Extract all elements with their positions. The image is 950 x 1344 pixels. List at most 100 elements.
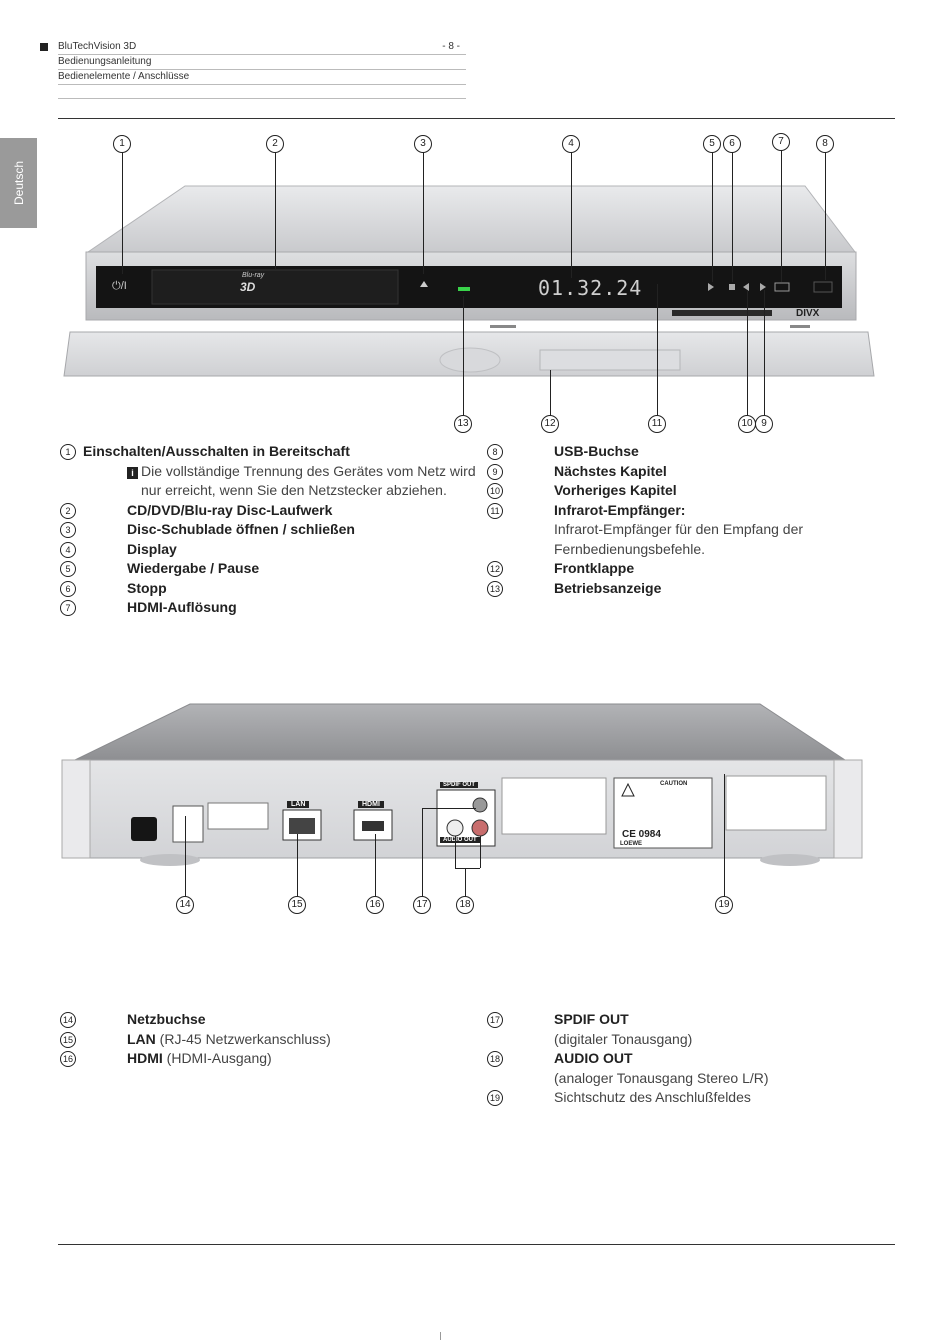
back-device-top xyxy=(74,703,847,761)
leader-14 xyxy=(185,816,186,897)
legend-note-1: Die vollständige Trennung des Gerätes vo… xyxy=(141,462,476,479)
header-rule xyxy=(58,98,466,99)
front-device-figure xyxy=(63,185,875,377)
leader-6 xyxy=(732,152,733,282)
power-socket[interactable] xyxy=(131,817,157,841)
stop-icon[interactable] xyxy=(729,284,735,290)
leader-7 xyxy=(781,150,782,282)
regulatory-text xyxy=(501,777,607,835)
legend-num-3: 3 xyxy=(60,522,76,538)
usb-port[interactable] xyxy=(813,281,833,293)
back-side-right xyxy=(833,759,863,859)
legend-title-1: Einschalten/Ausschalten in Bereitschaft xyxy=(83,443,350,459)
callout-7: 7 xyxy=(772,133,790,151)
legend-title-2: CD/DVD/Blu-ray Disc-Laufwerk xyxy=(127,501,333,518)
loewe-label: LOEWE xyxy=(620,841,642,847)
legend-num-14: 14 xyxy=(60,1012,76,1028)
callout-11: 11 xyxy=(648,415,666,433)
legend-num-13: 13 xyxy=(487,580,503,597)
legend-num-4: 4 xyxy=(60,541,76,558)
next-icon[interactable] xyxy=(760,283,766,291)
callout-16: 16 xyxy=(366,896,384,914)
legend-title-11: Infrarot-Empfänger: xyxy=(554,501,686,518)
header-product: BluTechVision 3D xyxy=(58,41,137,52)
bluray-logo: Blu-ray xyxy=(242,272,265,279)
legend-desc-11a: Infrarot-Empfänger für den Empfang der xyxy=(554,521,804,537)
front-legend-right: 8 USB-Buchse 9 Nächstes Kapitel 10 Vorhe… xyxy=(487,442,907,602)
warning-triangle-icon xyxy=(621,782,635,797)
ce-label: CE 0984 xyxy=(622,829,661,840)
leader-3 xyxy=(423,152,424,274)
caution-label: CAUTION xyxy=(660,781,688,787)
leader-1 xyxy=(122,152,123,274)
legend-title-17: SPDIF OUT xyxy=(554,1011,629,1027)
legend-title-9: Nächstes Kapitel xyxy=(554,462,667,479)
legend-num-11: 11 xyxy=(487,502,503,519)
legend-title-10: Vorheriges Kapitel xyxy=(554,482,677,498)
previous-icon[interactable] xyxy=(743,283,749,291)
info-icon: i xyxy=(127,466,138,479)
flap-logo xyxy=(439,347,501,373)
leader-18-horizontal xyxy=(455,868,480,869)
legend-num-1: 1 xyxy=(60,444,76,460)
hdmi-label: HDMI xyxy=(358,801,384,808)
top-rule xyxy=(58,118,895,119)
format-logos xyxy=(672,310,772,316)
power-button[interactable]: ⏻/I xyxy=(112,280,127,292)
legend-num-6: 6 xyxy=(60,580,76,597)
callout-3: 3 xyxy=(414,135,432,153)
leader-5 xyxy=(712,152,713,282)
back-foot-left xyxy=(140,854,200,866)
legend-desc-11b: Fernbedienungsbefehle. xyxy=(554,540,706,557)
status-led xyxy=(458,287,470,291)
lan-jack xyxy=(289,818,315,834)
legend-title-15: LAN xyxy=(127,1030,156,1047)
legend-title-13: Betriebsanzeige xyxy=(554,579,662,596)
legend-num-9: 9 xyxy=(487,463,503,480)
legend-title-14: Netzbuchse xyxy=(127,1011,206,1027)
callout-8: 8 xyxy=(816,135,834,153)
eject-icon[interactable] xyxy=(420,281,428,287)
leader-18-left xyxy=(455,836,456,868)
legend-desc-17: (digitaler Tonausgang) xyxy=(554,1030,693,1047)
header-doc-type: Bedienungsanleitung xyxy=(58,55,466,70)
leader-19 xyxy=(724,774,725,897)
leader-18 xyxy=(465,868,466,897)
disc-tray xyxy=(151,269,399,305)
callout-12: 12 xyxy=(541,415,559,433)
legend-title-6: Stopp xyxy=(127,579,167,596)
legend-note-1b: nur erreicht, wenn Sie den Netzstecker a… xyxy=(141,482,447,498)
audio-panel xyxy=(436,789,496,847)
audio-left-jack[interactable] xyxy=(446,819,464,837)
leader-12 xyxy=(550,370,551,416)
legend-title-4: Display xyxy=(127,540,177,557)
legend-desc-16: (HDMI-Ausgang) xyxy=(162,1050,272,1066)
section-label: Bedienelemente / Anschlüsse xyxy=(58,71,190,82)
legend-num-8: 8 xyxy=(487,444,503,460)
hdmi-res-button[interactable] xyxy=(774,282,790,292)
back-side-left xyxy=(61,759,91,859)
leader-16 xyxy=(375,834,376,897)
flap-window xyxy=(539,349,681,371)
spdif-label: SPDIF OUT xyxy=(440,782,479,788)
header-product-row: BluTechVision 3D - 8 - xyxy=(58,40,466,55)
back-device-figure xyxy=(61,703,863,866)
leader-18-right xyxy=(480,836,481,868)
leader-11 xyxy=(657,284,658,416)
legend-title-16: HDMI xyxy=(127,1050,163,1066)
header-bullet xyxy=(40,43,48,51)
leader-8 xyxy=(825,152,826,280)
callout-19: 19 xyxy=(715,896,733,914)
legend-num-19: 19 xyxy=(487,1090,503,1106)
play-pause-icon[interactable] xyxy=(708,283,714,291)
leader-15 xyxy=(297,834,298,897)
callout-9: 9 xyxy=(755,415,773,433)
legend-num-16: 16 xyxy=(60,1051,76,1067)
header-section: Bedienelemente / Anschlüsse xyxy=(58,70,466,85)
back-legend-left: 14 Netzbuchse 15 LAN (RJ-45 Netzwerkansc… xyxy=(60,1010,480,1070)
audio-right-jack[interactable] xyxy=(471,819,489,837)
spdif-jack[interactable] xyxy=(472,797,488,813)
front-display: 01.32.24 xyxy=(538,276,643,300)
callout-6: 6 xyxy=(723,135,741,153)
back-legend-right: 17 SPDIF OUT (digitaler Tonausgang) 18 A… xyxy=(487,1010,907,1110)
